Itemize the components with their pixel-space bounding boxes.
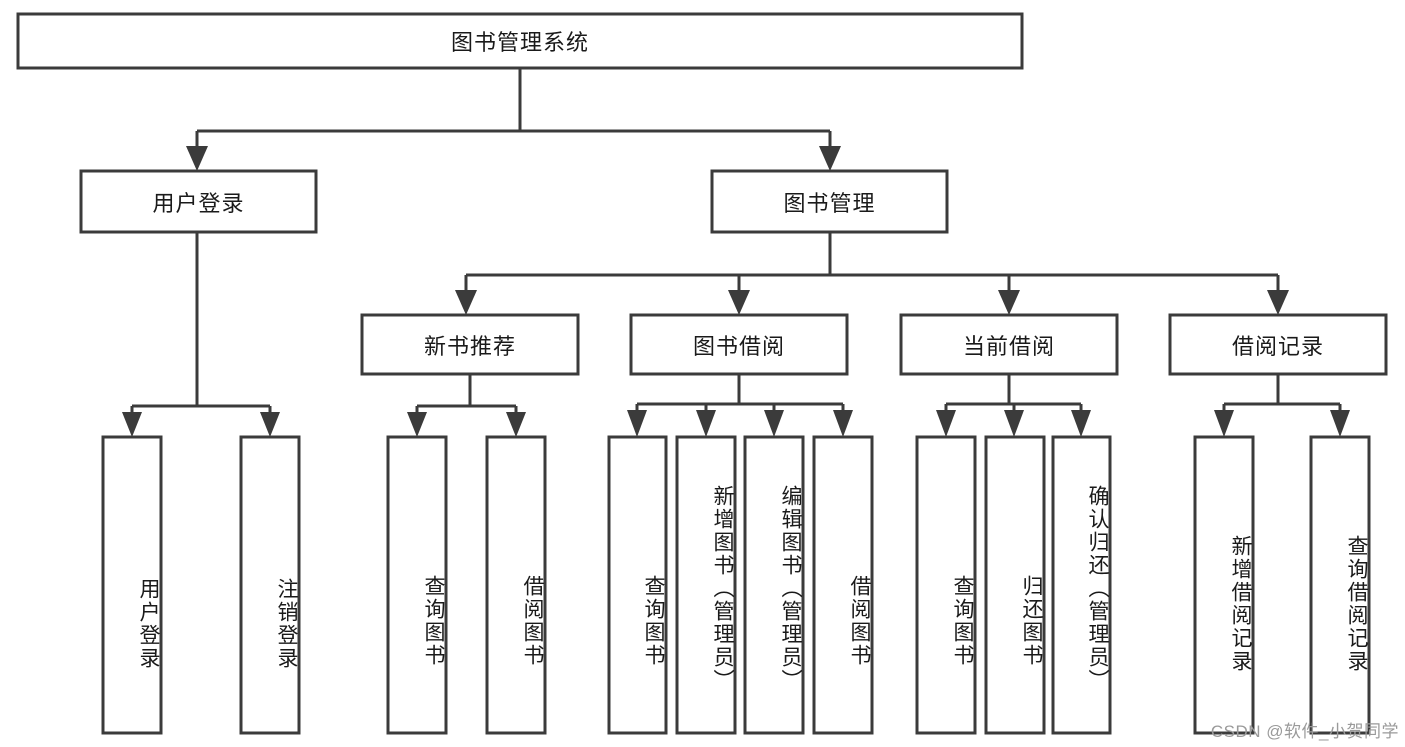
arrow-head-leaf-confirm-return bbox=[1071, 410, 1091, 437]
arrow-head-borrow-record bbox=[1267, 290, 1289, 315]
node-box-leaf-user-login[interactable] bbox=[101, 435, 163, 735]
arrow-head-leaf-return-book bbox=[1004, 410, 1024, 437]
arrow-head-leaf-query-book-2 bbox=[627, 410, 647, 437]
connector-group-borrow-record-to-leaves bbox=[1214, 374, 1350, 437]
node-box-leaf-user-logout[interactable] bbox=[239, 435, 301, 735]
node-box-leaf-borrow-book-1[interactable] bbox=[485, 435, 547, 735]
node-box-root[interactable] bbox=[16, 12, 1024, 70]
node-box-leaf-confirm-return[interactable] bbox=[1051, 435, 1112, 735]
arrow-head-leaf-edit-book bbox=[764, 410, 784, 437]
arrow-head-leaf-borrow-book-2 bbox=[833, 410, 853, 437]
node-box-user-login[interactable] bbox=[79, 169, 318, 234]
arrow-head-new-book-recommend bbox=[455, 290, 477, 315]
connector-group-book-borrow-to-leaves bbox=[627, 374, 853, 437]
arrow-head-leaf-query-record bbox=[1330, 410, 1350, 437]
node-box-leaf-query-record[interactable] bbox=[1309, 435, 1371, 735]
arrow-head-leaf-user-logout bbox=[260, 412, 280, 437]
arrow-head-leaf-query-book-3 bbox=[936, 410, 956, 437]
node-box-leaf-query-book-2[interactable] bbox=[607, 435, 668, 735]
arrow-head-leaf-query-book-1 bbox=[407, 412, 427, 437]
node-box-leaf-edit-book[interactable] bbox=[743, 435, 805, 735]
connector-group-new-book-recommend-to-leaves bbox=[407, 374, 526, 437]
arrow-head-current-borrow bbox=[998, 290, 1020, 315]
connector-group-book-management-to-level3 bbox=[455, 232, 1289, 315]
connector-group-root-to-level2 bbox=[186, 68, 841, 171]
node-box-leaf-add-book[interactable] bbox=[675, 435, 737, 735]
arrow-head-user-login bbox=[186, 146, 208, 171]
arrow-head-book-management bbox=[819, 146, 841, 171]
node-box-leaf-add-record[interactable] bbox=[1193, 435, 1255, 735]
arrow-head-book-borrow bbox=[728, 290, 750, 315]
node-box-current-borrow[interactable] bbox=[899, 313, 1119, 376]
connector-group-user-login-to-leaves bbox=[122, 232, 280, 437]
arrow-head-leaf-user-login bbox=[122, 412, 142, 437]
node-box-borrow-record[interactable] bbox=[1168, 313, 1388, 376]
arrow-head-leaf-borrow-book-1 bbox=[506, 412, 526, 437]
arrow-head-leaf-add-book bbox=[696, 410, 716, 437]
node-box-book-borrow[interactable] bbox=[629, 313, 849, 376]
node-box-leaf-query-book-1[interactable] bbox=[386, 435, 448, 735]
node-box-leaf-borrow-book-2[interactable] bbox=[812, 435, 874, 735]
node-box-new-book-recommend[interactable] bbox=[360, 313, 580, 376]
node-box-book-management[interactable] bbox=[710, 169, 949, 234]
arrow-head-leaf-add-record bbox=[1214, 410, 1234, 437]
connector-group-current-borrow-to-leaves bbox=[936, 374, 1091, 437]
node-box-leaf-return-book[interactable] bbox=[984, 435, 1046, 735]
node-box-leaf-query-book-3[interactable] bbox=[915, 435, 977, 735]
